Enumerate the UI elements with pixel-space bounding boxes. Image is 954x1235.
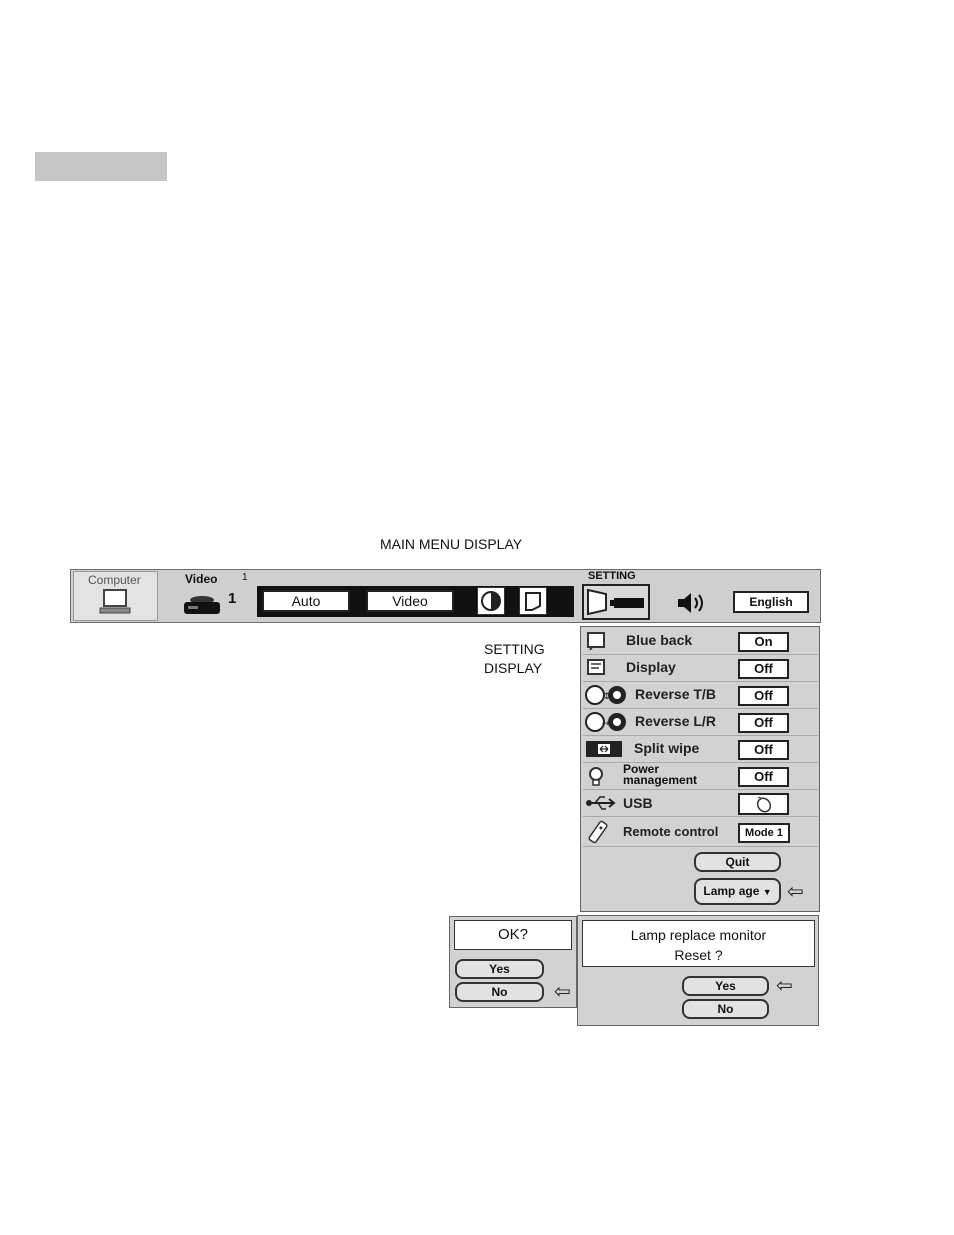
setting-tab[interactable] [582, 584, 650, 620]
ok-yes-button[interactable]: Yes [455, 959, 544, 979]
usb-label: USB [623, 795, 653, 811]
left-arrow-icon: ⇦ [787, 882, 804, 902]
video-deck-icon [182, 592, 222, 618]
reverse-lr-icon: ↔ [585, 711, 629, 733]
computer-tab-label: Computer [88, 573, 141, 587]
left-arrow-icon: ⇦ [776, 976, 793, 996]
setting-display-caption: SETTING DISPLAY [484, 640, 545, 678]
reverse-lr-value[interactable]: Off [738, 713, 789, 733]
blue-back-label: Blue back [626, 632, 692, 648]
lamp-bulb-icon [586, 766, 608, 786]
ok-prompt: OK? [454, 920, 572, 950]
usb-icon [585, 793, 617, 813]
blue-back-value[interactable]: On [738, 632, 789, 652]
blue-back-icon [586, 631, 608, 651]
lamp-reset-line1: Lamp replace monitor [583, 925, 814, 945]
reverse-tb-value[interactable]: Off [738, 686, 789, 706]
lamp-age-label: Lamp age [703, 884, 759, 898]
sound-icon[interactable] [675, 590, 709, 616]
display-icon [586, 658, 608, 678]
video-tab-label[interactable]: Video [185, 572, 217, 586]
power-management-label: Power management [623, 764, 697, 786]
input-tick-mark: 1 [242, 572, 248, 583]
lamp-yes-button[interactable]: Yes [682, 976, 769, 996]
setting-caption-line1: SETTING [484, 640, 545, 659]
left-arrow-icon: ⇦ [554, 982, 571, 1002]
projector-setting-icon [584, 586, 648, 618]
split-wipe-label: Split wipe [634, 740, 699, 756]
setting-caption-line2: DISPLAY [484, 659, 545, 678]
input-number: 1 [228, 590, 236, 607]
lamp-reset-message: Lamp replace monitor Reset ? [582, 920, 815, 967]
split-wipe-value[interactable]: Off [738, 740, 789, 760]
lamp-age-button[interactable]: Lamp age ▼ [694, 878, 781, 905]
reverse-tb-icon: ↕ [585, 684, 629, 706]
reverse-tb-label: Reverse T/B [635, 686, 716, 702]
main-menu-caption: MAIN MENU DISPLAY [380, 536, 522, 552]
quit-button[interactable]: Quit [694, 852, 781, 872]
usb-mouse-value[interactable] [738, 793, 789, 815]
remote-control-label: Remote control [623, 824, 718, 839]
laptop-icon [98, 588, 132, 616]
ok-no-button[interactable]: No [455, 982, 544, 1002]
screen-icon[interactable] [519, 587, 547, 615]
video-system-button[interactable]: Video [366, 590, 454, 612]
remote-control-icon [586, 820, 610, 844]
auto-mode-button[interactable]: Auto [262, 590, 350, 612]
reverse-lr-label: Reverse L/R [635, 713, 716, 729]
lamp-reset-line2: Reset ? [583, 945, 814, 965]
lamp-no-button[interactable]: No [682, 999, 769, 1019]
language-select[interactable]: English [733, 591, 809, 613]
svg-text:↔: ↔ [602, 719, 610, 729]
dropdown-arrow-icon: ▼ [763, 887, 772, 897]
remote-control-value[interactable]: Mode 1 [738, 823, 790, 843]
power-management-value[interactable]: Off [738, 767, 789, 787]
display-value[interactable]: Off [738, 659, 789, 679]
setting-tab-label: SETTING [588, 570, 636, 582]
mouse-icon [740, 795, 787, 813]
svg-text:↕: ↕ [603, 692, 611, 702]
image-adjust-icon[interactable] [477, 587, 505, 615]
split-wipe-icon [585, 739, 623, 759]
power-management-label-line2: management [623, 775, 697, 786]
display-label: Display [626, 659, 676, 675]
section-header-tab [35, 152, 167, 181]
